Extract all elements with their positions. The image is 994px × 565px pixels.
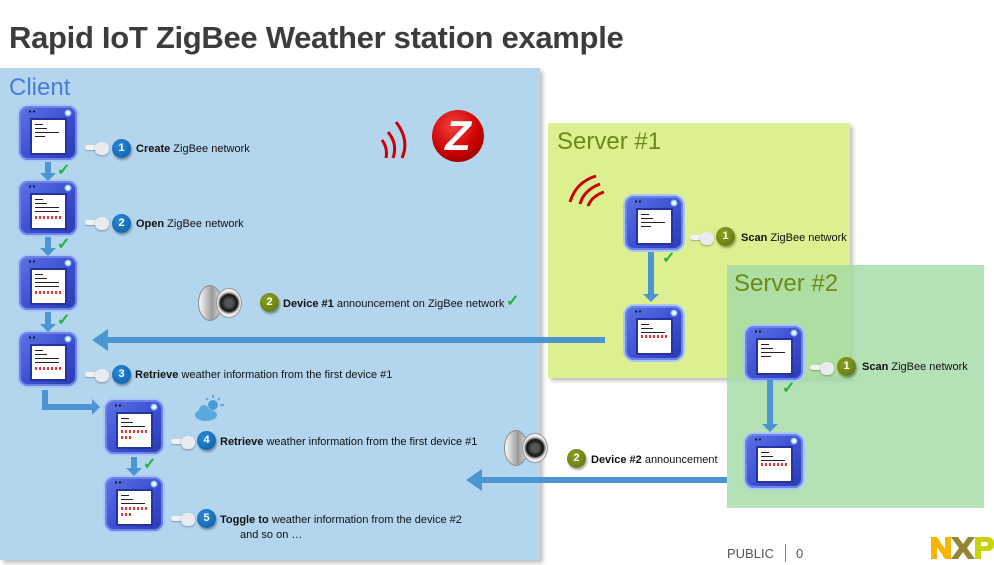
rapid-iot-device	[19, 106, 77, 160]
step-badge: 2	[112, 214, 131, 233]
step-badge: 3	[112, 365, 131, 384]
pointing-hand-icon	[85, 216, 111, 230]
announcement-arrow	[466, 469, 727, 491]
footer-divider	[785, 544, 786, 562]
weather-cloud-sun-icon	[195, 395, 224, 421]
step-badge: 1	[837, 357, 856, 376]
slide-title: Rapid IoT ZigBee Weather station example	[9, 20, 624, 55]
wireless-signal-icon	[380, 121, 407, 159]
pointing-hand-icon	[85, 141, 111, 155]
step-badge: 5	[197, 509, 216, 528]
rapid-iot-device	[19, 181, 77, 235]
step-badge: 1	[716, 227, 735, 246]
step-badge: 4	[197, 431, 216, 450]
step-label: Scan ZigBee network	[862, 361, 968, 373]
step-label: Device #2 announcement	[591, 454, 718, 466]
pointing-hand-icon	[810, 361, 836, 375]
rapid-iot-device	[745, 434, 803, 488]
rapid-iot-device	[745, 326, 803, 380]
flow-arrow	[126, 457, 142, 476]
flow-arrow	[762, 380, 778, 432]
client-panel-title: Client	[9, 74, 71, 101]
pointing-hand-icon	[85, 368, 111, 382]
rapid-iot-device	[19, 256, 77, 310]
step-label: Create ZigBee network	[136, 143, 250, 155]
page-number: 0	[796, 546, 804, 561]
flow-arrow	[40, 237, 56, 256]
wireless-signal-icon	[568, 174, 605, 207]
flow-arrow	[42, 390, 48, 404]
flow-arrow	[643, 252, 659, 302]
check-icon: ✓	[782, 380, 796, 397]
rapid-iot-device	[105, 477, 163, 531]
flow-arrow	[40, 162, 56, 181]
step-badge: 1	[112, 139, 131, 158]
step-badge: 2	[260, 293, 279, 312]
rapid-iot-device	[19, 332, 77, 386]
flow-arrow	[42, 399, 100, 415]
speaker-icon	[504, 427, 552, 467]
zigbee-logo-icon: Z	[432, 110, 484, 162]
check-icon: ✓	[506, 293, 520, 310]
step-label: Scan ZigBee network	[741, 232, 847, 244]
classification-label: PUBLIC	[727, 546, 774, 561]
check-icon: ✓	[662, 250, 676, 267]
step-label: Device #1 announcement on ZigBee network	[283, 298, 505, 310]
rapid-iot-device	[625, 306, 683, 360]
announcement-arrow	[92, 329, 605, 351]
check-icon: ✓	[57, 236, 71, 253]
check-icon: ✓	[57, 162, 71, 179]
step-label: Toggle to weather information from the d…	[220, 514, 462, 526]
server2-panel-title: Server #2	[734, 270, 839, 297]
check-icon: ✓	[143, 456, 157, 473]
rapid-iot-device	[625, 196, 683, 250]
nxp-logo-icon	[931, 537, 994, 559]
pointing-hand-icon	[171, 435, 197, 449]
pointing-hand-icon	[690, 231, 716, 245]
speaker-icon	[198, 282, 246, 322]
check-icon: ✓	[57, 312, 71, 329]
step-label-continuation: and so on …	[240, 529, 303, 541]
step-label: Open ZigBee network	[136, 218, 244, 230]
server1-panel-title: Server #1	[557, 128, 662, 155]
step-label: Retrieve weather information from the fi…	[220, 436, 478, 448]
step-label: Retrieve weather information from the fi…	[135, 369, 393, 381]
flow-arrow	[40, 312, 56, 332]
pointing-hand-icon	[171, 512, 197, 526]
step-badge: 2	[567, 449, 586, 468]
rapid-iot-device	[105, 400, 163, 454]
